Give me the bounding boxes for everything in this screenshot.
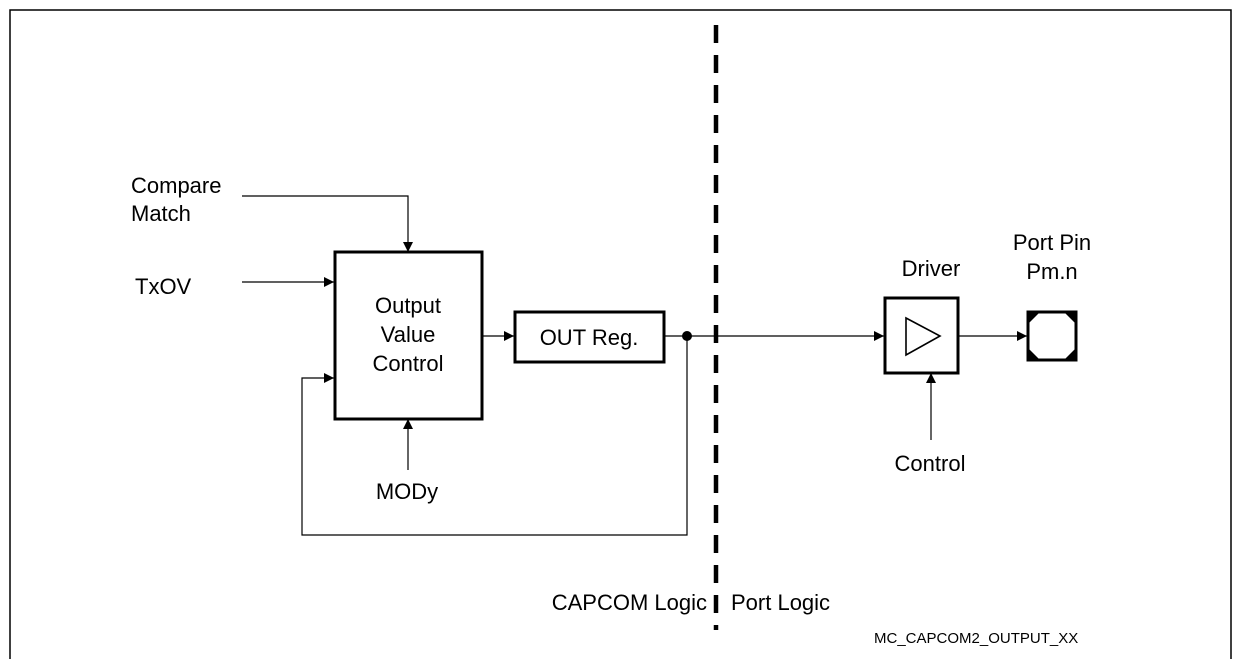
port-pin-label-line2: Pm.n: [1026, 259, 1077, 284]
port-pin-label-line1: Port Pin: [1013, 230, 1091, 255]
out-reg-label: OUT Reg.: [540, 325, 639, 350]
figure-id-label: MC_CAPCOM2_OUTPUT_XX: [874, 630, 1078, 647]
compare-match-label-line2: Match: [131, 201, 191, 226]
port-logic-label: Port Logic: [731, 590, 830, 615]
feedback-loop-arrow: [301, 336, 688, 536]
driver-block: [883, 296, 960, 375]
ovc-label-line2: Value: [381, 322, 436, 347]
driver-label: Driver: [902, 256, 961, 281]
buffer-icon: [905, 316, 942, 357]
output-value-control-block: [333, 250, 484, 421]
control-label: Control: [895, 451, 966, 476]
figure-frame: [9, 9, 1232, 659]
ovc-label-line3: Control: [373, 351, 444, 376]
mody-label: MODy: [376, 479, 438, 504]
txov-label: TxOV: [135, 274, 192, 299]
port-pin-icon: [1026, 310, 1078, 362]
out-reg-block: [513, 310, 666, 364]
capcom-logic-label: CAPCOM Logic: [552, 590, 707, 615]
ovc-label-line1: Output: [375, 293, 441, 318]
compare-match-label-line1: Compare: [131, 173, 221, 198]
compare-match-arrow: [242, 195, 413, 252]
